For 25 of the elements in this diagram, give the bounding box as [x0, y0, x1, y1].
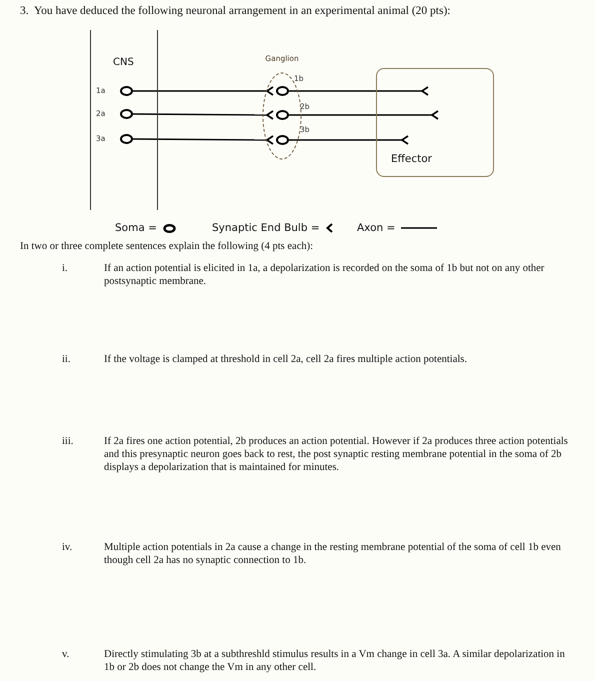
legend-text: Axon = [357, 222, 396, 234]
question-text: Directly stimulating 3b at a subthreshld stimulus results in a Vm change in cell 3a. A similar depolarization in 1b or 2b does not change the Vm in any other cell. [104, 648, 566, 674]
question-heading: 3. You have deduced the following neuronal arrangement in an experimental animal (20 pts): [20, 5, 450, 17]
axon-line [133, 110, 274, 120]
instruction-text: In two or three complete sentences explain the following (4 pts each): [20, 240, 314, 253]
item-numeral: iii. [62, 435, 74, 448]
item-numeral: ii. [62, 353, 70, 366]
region-label: CNS [113, 57, 134, 68]
axon-line [289, 110, 439, 120]
question-text: If 2a fires one action potential, 2b produces an action potential. However if 2a produces three action potentials and this presynaptic neuron goes back to rest, the post synaptic resting membrane potential in the soma of 2b displays a depolarization that is maintained for minutes. [104, 435, 569, 474]
box-label: Effector [391, 153, 432, 165]
question-text: If the voltage is clamped at threshold in cell 2a, cell 2a fires multiple action potentials. [104, 353, 468, 366]
legend-text: Soma = [115, 222, 157, 234]
item-numeral: v. [62, 648, 70, 661]
item-numeral: i. [62, 262, 68, 275]
axon-line [289, 135, 409, 145]
effector-box [376, 68, 494, 177]
axon-line [133, 135, 274, 145]
cns-region [90, 30, 158, 210]
item-numeral: iv. [62, 541, 72, 554]
question-text: If an action potential is elicited in 1a, a depolarization is recorded on the soma of 1b but not on any other postsynaptic membrane. [104, 262, 546, 288]
axon-line [289, 86, 429, 96]
legend-text: Synaptic End Bulb = [212, 222, 320, 234]
question-text: Multiple action potentials in 2a cause a change in the resting membrane potential of the soma of cell 1b even though cell 2a has no synaptic connection to 1b. [104, 541, 562, 567]
axon-line [133, 86, 274, 96]
